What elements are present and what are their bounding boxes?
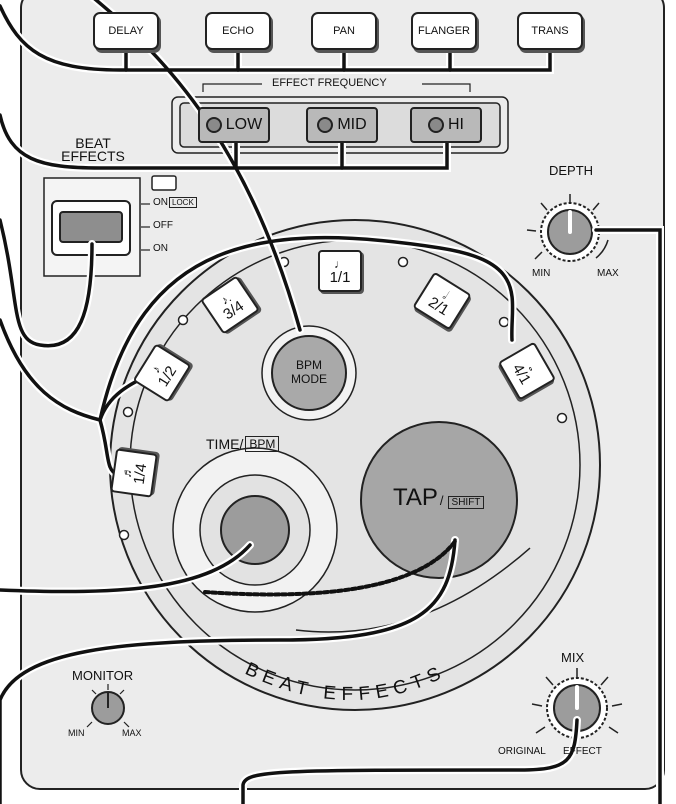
beat-button-1-4[interactable]: ♬ 1/4 — [110, 448, 158, 498]
flanger-button[interactable]: FLANGER — [411, 12, 477, 50]
effect-frequency-label: EFFECT FREQUENCY — [268, 77, 391, 89]
bpm-mode-label: BPM MODE — [279, 358, 339, 386]
tap-slash: / — [439, 493, 444, 508]
beat-1-1-label: 1/1 — [329, 268, 351, 286]
echo-button[interactable]: ECHO — [205, 12, 271, 50]
ring-indicator-dot — [118, 529, 130, 541]
tap-label: TAP / SHIFT — [393, 484, 485, 512]
switch-position-on: ON — [153, 243, 168, 254]
mix-original-label: ORIGINAL — [498, 746, 546, 757]
ring-indicator-dot — [556, 412, 568, 424]
low-frequency-button[interactable]: LOW — [198, 107, 270, 143]
beat-2-1-label: 2/1 — [425, 293, 453, 319]
switch-lock-label: LOCK — [169, 197, 197, 208]
depth-min-label: MIN — [532, 268, 551, 279]
tap-text: TAP — [393, 484, 438, 511]
trans-button[interactable]: TRANS — [517, 12, 583, 50]
beat-effects-switch-title: BEAT EFFECTS — [61, 135, 125, 164]
hi-frequency-button[interactable]: HI — [410, 107, 482, 143]
monitor-min-label: MIN — [68, 728, 85, 738]
beat-effects-switch-lever[interactable] — [59, 211, 123, 243]
mid-label: MID — [337, 116, 367, 133]
delay-button[interactable]: DELAY — [93, 12, 159, 50]
callout-lines — [0, 0, 662, 804]
ring-indicator-dot — [498, 316, 510, 328]
low-label: LOW — [225, 116, 263, 133]
mix-effect-label: EFFECT — [563, 746, 602, 757]
low-led-icon — [205, 117, 222, 133]
depth-knob[interactable] — [526, 194, 614, 262]
ring-indicator-dot — [397, 256, 409, 268]
hi-label: HI — [448, 116, 464, 133]
beat-1-4-label: 1/4 — [130, 462, 150, 486]
mid-frequency-button[interactable]: MID — [306, 107, 378, 143]
monitor-knob[interactable] — [86, 684, 130, 728]
hi-led-icon — [428, 117, 444, 133]
switch-on-label: ON — [153, 197, 168, 208]
depth-label: DEPTH — [549, 163, 594, 178]
bpm-mode-button[interactable] — [271, 335, 347, 411]
shift-boxed-label: SHIFT — [447, 496, 485, 509]
mix-knob[interactable] — [531, 668, 623, 739]
time-bpm-label: TIME/ BPM — [206, 436, 280, 452]
monitor-label: MONITOR — [72, 668, 134, 683]
lock-indicator-led — [151, 175, 177, 191]
tap-button[interactable] — [360, 421, 518, 579]
bpm-mode-line-2: MODE — [291, 372, 327, 386]
bpm-mode-line-1: BPM — [295, 358, 322, 372]
bpm-boxed-label: BPM — [245, 436, 280, 452]
mix-label: MIX — [561, 650, 585, 665]
mid-led-icon — [317, 117, 334, 133]
quarter-note-icon: ♩ — [333, 256, 346, 271]
monitor-max-label: MAX — [122, 728, 142, 738]
ring-indicator-dot — [122, 406, 134, 418]
time-label: TIME/ — [206, 436, 244, 452]
effect-frequency-bracket — [202, 83, 471, 92]
depth-max-label: MAX — [597, 268, 619, 279]
beat-button-1-1[interactable]: ♩ 1/1 — [318, 250, 362, 292]
ring-indicator-dot — [177, 314, 189, 326]
switch-position-off: OFF — [153, 220, 173, 231]
pan-button[interactable]: PAN — [311, 12, 377, 50]
switch-position-on-lock: ON LOCK — [153, 197, 197, 208]
time-bpm-knob[interactable] — [220, 495, 290, 565]
